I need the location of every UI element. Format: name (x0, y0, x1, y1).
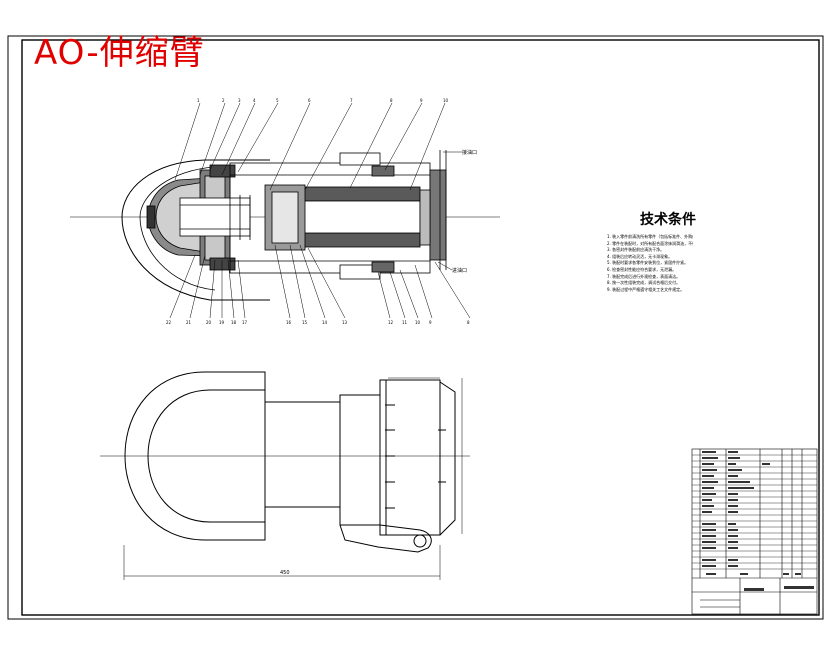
svg-text:1: 1 (197, 98, 200, 103)
bom-entries (702, 451, 814, 591)
svg-text:9: 9 (429, 320, 432, 325)
callout-oil-outlet: 接油口 (462, 149, 477, 156)
tech-requirements-list: 1. 装入零件前清洗所有零件（包括标准件、外购件），并检查所有零件毛刺和机加工情… (607, 234, 693, 293)
svg-text:2: 2 (222, 98, 225, 103)
title-block (691, 448, 818, 615)
tech-line: 7. 装配完成后进行外观检查，表面清洁。 (607, 273, 681, 279)
leader-lines-top (169, 102, 471, 319)
svg-text:8: 8 (390, 98, 393, 103)
svg-text:17: 17 (242, 320, 248, 325)
svg-text:12: 12 (388, 320, 394, 325)
svg-text:8: 8 (467, 320, 470, 325)
svg-text:4: 4 (253, 98, 256, 103)
svg-text:19: 19 (219, 320, 225, 325)
svg-text:6: 6 (308, 98, 311, 103)
svg-text:14: 14 (322, 320, 328, 325)
tech-line: 3. 各密封件装配前应清洗干净。 (607, 247, 665, 253)
tech-line: 5. 装配时要求各零件安装到位，紧固件拧紧。 (607, 260, 689, 266)
bom-rows (692, 454, 817, 570)
dimension-length: 450 (280, 570, 290, 576)
svg-text:16: 16 (286, 320, 292, 325)
drawing-title: AO-伸缩臂 (34, 33, 205, 73)
tech-line: 1. 装入零件前清洗所有零件（包括标准件、外购件），并检查所有零件毛刺和机加工情… (607, 234, 693, 239)
sectional-view (70, 150, 500, 301)
inner-border (21, 39, 820, 616)
tech-line: 9. 装配过程中严格遵守相关工艺文件规定。 (607, 286, 685, 292)
svg-text:11: 11 (402, 320, 408, 325)
svg-text:9: 9 (420, 98, 423, 103)
svg-text:15: 15 (302, 320, 308, 325)
tech-line: 4. 组装后应转动灵活，无卡滞现象。 (607, 253, 673, 259)
svg-text:13: 13 (342, 320, 348, 325)
callout-oil-inlet: 进油口 (452, 267, 467, 274)
svg-text:7: 7 (350, 98, 353, 103)
svg-text:10: 10 (443, 98, 449, 103)
svg-text:10: 10 (415, 320, 421, 325)
svg-text:20: 20 (206, 320, 212, 325)
tech-line: 2. 零件在装配时，对所有配合面涂抹润滑油，不得有划伤、变形。 (607, 240, 693, 246)
svg-text:5: 5 (276, 98, 279, 103)
tech-requirements-heading: 技术条件 (640, 212, 696, 228)
svg-text:22: 22 (166, 320, 172, 325)
svg-text:18: 18 (231, 320, 237, 325)
svg-text:3: 3 (238, 98, 241, 103)
tech-line: 8. 按一次性组装完成，调试合格后交付。 (607, 280, 681, 286)
svg-text:21: 21 (186, 320, 192, 325)
exterior-view (100, 371, 470, 580)
tech-line: 6. 检查密封性能应符合要求，无泄漏。 (607, 266, 677, 272)
outer-border (7, 35, 824, 620)
